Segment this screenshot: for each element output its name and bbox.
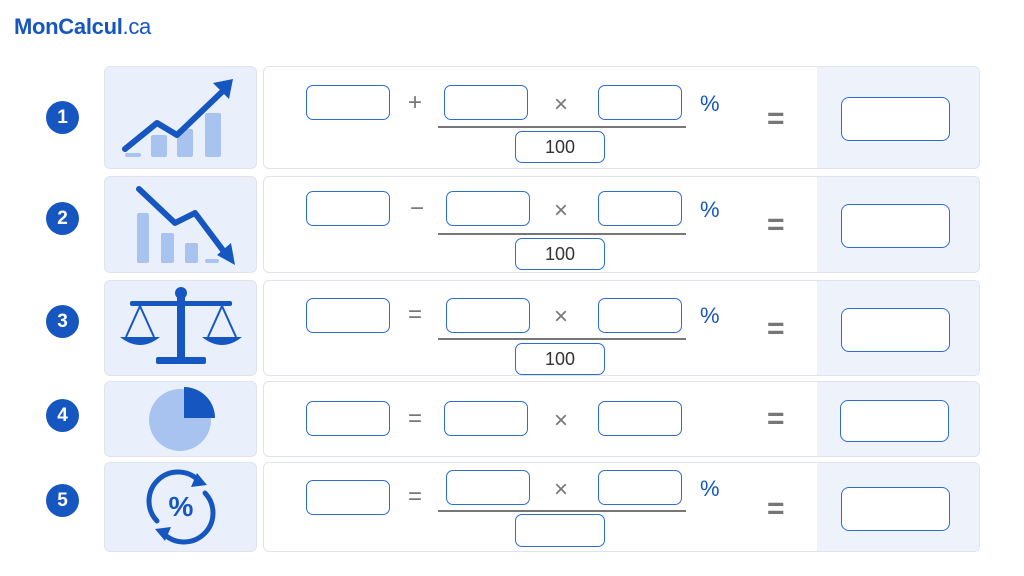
equals-sign: = [767,402,785,435]
equation-panel: = × = [263,381,980,457]
percent-input[interactable] [598,85,682,120]
ratio-input[interactable] [598,401,682,436]
increase-chart-icon [121,78,233,157]
base-value-copy-input[interactable] [444,85,528,120]
row-number-badge: 3 [46,305,79,338]
result-output[interactable] [841,204,950,248]
percent-sign: % [700,476,720,501]
icon-panel [104,176,257,273]
balance-scale-icon [119,287,242,364]
percent-sign: % [700,197,720,222]
icon-panel [104,66,257,169]
row-number-badge: 5 [46,484,79,517]
result-output[interactable] [841,487,950,531]
row-number-badge: 2 [46,202,79,235]
row-number-badge: 4 [46,399,79,432]
result-output[interactable] [840,400,949,442]
percent-input[interactable] [598,191,682,226]
equation-panel: = × % = [263,462,980,552]
base-value-copy-input[interactable] [446,298,530,333]
percent-input[interactable] [598,298,682,333]
part-value-input[interactable] [446,470,530,505]
base-value-copy-input[interactable] [446,191,530,226]
percent-input[interactable] [598,470,682,505]
base-value-input[interactable] [306,191,390,226]
brand-ext: .ca [122,14,152,39]
icon-panel: % [104,462,257,552]
times-operator: × [554,407,569,434]
denominator-input[interactable] [515,514,605,547]
brand-name: MonCalcul [14,14,123,39]
base-value-input[interactable] [306,298,390,333]
minus-operator: − [410,195,425,222]
times-operator: × [554,303,569,330]
result-output[interactable] [841,97,950,141]
total-value-input[interactable] [444,401,528,436]
plus-operator: + [408,89,423,116]
denominator-field: 100 [515,343,605,375]
times-operator: × [554,91,569,118]
denominator-field: 100 [515,238,605,270]
equation-panel: = × % 100 = [263,280,980,376]
percent-sign: % [700,303,720,328]
base-value-input[interactable] [306,480,390,515]
denominator-field: 100 [515,131,605,163]
equals-operator: = [408,405,423,432]
equals-operator: = [408,483,423,510]
times-operator: × [554,197,569,224]
fraction-bar [438,510,686,512]
base-value-input[interactable] [306,85,390,120]
equals-operator: = [408,301,423,328]
icon-panel [104,280,257,376]
svg-text:%: % [168,491,193,522]
icon-panel [104,381,257,457]
equals-sign: = [767,208,785,241]
brand-logo[interactable]: MonCalcul.ca [14,14,151,40]
percent-sign: % [700,91,720,116]
fraction-bar [438,233,686,235]
percent-cycle-icon: % [146,469,215,545]
row-number-badge: 1 [46,101,79,134]
equation-panel: + × % 100 = [263,66,980,169]
times-operator: × [554,476,569,503]
fraction-bar [438,338,686,340]
equals-sign: = [767,492,785,525]
result-output[interactable] [841,308,950,352]
fraction-bar [438,126,686,128]
decrease-chart-icon [135,185,235,265]
pie-chart-icon [148,387,215,451]
equals-sign: = [767,312,785,345]
equation-panel: − × % 100 = [263,176,980,273]
equals-sign: = [767,102,785,135]
part-value-input[interactable] [306,401,390,436]
